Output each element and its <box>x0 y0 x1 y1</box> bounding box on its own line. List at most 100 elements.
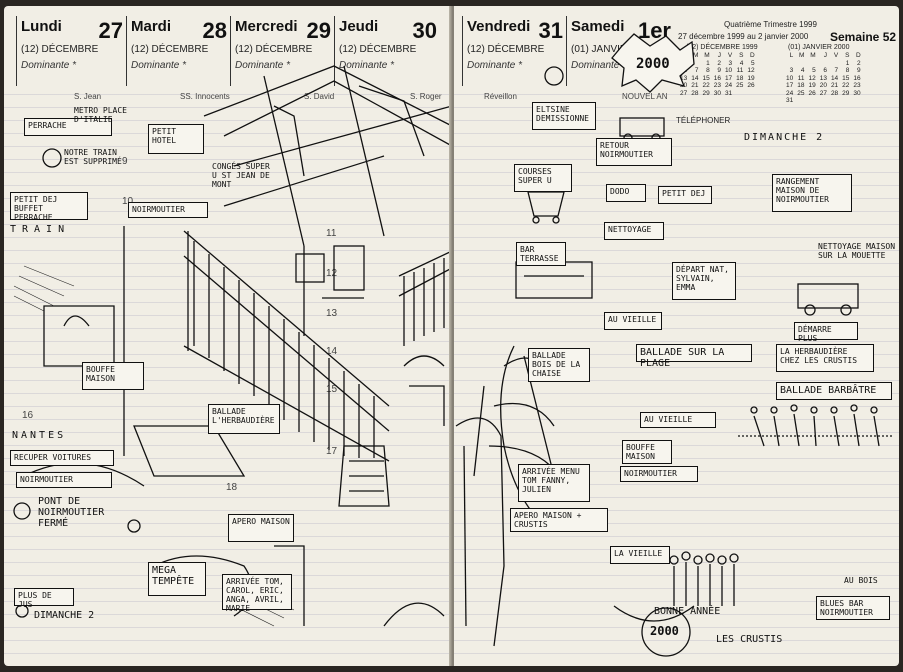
mini-cal-december-day-cell: 25 <box>736 82 744 89</box>
note-bonne-annee: BONNE ANNÉE <box>654 606 721 617</box>
mini-cal-december-day-cell: 4 <box>739 59 744 67</box>
hour-label: 16 <box>22 410 34 421</box>
mini-cal-january-day-cell: 21 <box>830 82 839 89</box>
note-arrivee: ARRIVÉE TOM, CAROL, ERIC, ANGA, AVRIL, M… <box>222 574 292 613</box>
mini-cal-december-day-cell: 9 <box>717 67 721 74</box>
note-noirmoutier: NOIRMOUTIER <box>620 466 698 482</box>
mini-cal-december-day-cell: 2 <box>717 59 721 67</box>
hour-label: 12 <box>326 268 338 279</box>
staircase-sketch <box>13 65 452 627</box>
mini-cal-december-day-cell: 28 <box>691 89 699 97</box>
note-demission: ELTSINE DEMISSIONNE <box>532 102 596 130</box>
mini-cal-december-day-cell: 23 <box>713 82 721 89</box>
note-apero: APERO MAISON + CRUSTIS <box>510 508 608 532</box>
mini-cal-december-day-cell: 11 <box>736 67 744 74</box>
stamp-2000-text: 2000 <box>636 56 670 72</box>
hour-label: 10 <box>122 196 133 207</box>
note-dimanche: Dimanche 2 <box>34 610 95 621</box>
mini-cal-december-day-cell: 31 <box>724 89 733 97</box>
mini-cal-january-day-cell: 24 <box>786 89 794 97</box>
mini-cal-january-day-cell: 15 <box>842 74 850 82</box>
saint-name: S. Jean <box>74 92 102 101</box>
note-mega-tempete: MEGA TEMPÊTE <box>148 562 206 596</box>
note-bar: BAR TERRASSE <box>516 242 566 266</box>
day-month: (12) DÉCEMBRE <box>21 44 99 55</box>
mini-cal-december-day-cell: 1 <box>706 59 710 67</box>
mini-cal-january-day-cell: 14 <box>830 74 839 82</box>
mini-cal-december-day-cell: V <box>727 52 733 59</box>
day-dominante: Dominante * <box>21 60 77 71</box>
telephoner-label: TÉLÉPHONER <box>676 116 731 125</box>
week-number: Semaine 52 <box>830 30 897 44</box>
hour-label: 14 <box>326 346 338 357</box>
mini-cal-january-day-cell: 13 <box>819 74 827 82</box>
mini-cal-january-day-cell: 20 <box>819 82 827 89</box>
mini-cal-title-dec: (12) DÉCEMBRE 1999 <box>686 44 758 51</box>
note-dodo: DODO <box>606 184 646 202</box>
day-number: 29 <box>306 18 331 43</box>
mini-cal-january-day-cell: 28 <box>830 89 839 97</box>
mini-cal-january-day-cell: 19 <box>808 82 816 89</box>
mini-cal-january-day-cell: 5 <box>812 67 816 74</box>
mini-cal-december-day-cell: 21 <box>691 82 699 89</box>
mini-cal-january-day-cell: 23 <box>853 82 861 89</box>
day-header-tuesday: Mardi 28 (12) DÉCEMBRE Dominante * <box>126 16 231 86</box>
note-nettoyage: NETTOYAGE <box>604 222 664 240</box>
mini-cal-december-day-cell: 10 <box>724 67 733 74</box>
mini-cal-title-jan: (01) JANVIER 2000 <box>788 44 850 51</box>
mini-cal-december-day-cell: M <box>693 52 699 59</box>
mini-cal-january-day-cell: 1 <box>845 59 850 67</box>
day-dominante: Dominante * <box>131 60 187 71</box>
note-pont-ferme: PONT DE NOIRMOUTIER FERMÉ <box>38 496 105 529</box>
note-depart: DÉPART NAT, SYLVAIN, EMMA <box>672 262 736 300</box>
note-bouffe-maison: BOUFFE MAISON <box>82 362 144 390</box>
note-dimanche-2: DIMANCHE 2 <box>744 132 825 143</box>
note-ballade-barbatre: BALLADE BARBÂTRE <box>776 382 892 400</box>
hour-label: 18 <box>226 482 238 493</box>
note-au-bois: AU BOIS <box>844 576 878 585</box>
mini-cal-december-day-cell: M <box>704 52 710 59</box>
mini-cal-january-day-cell: 7 <box>834 67 839 74</box>
note-nettoyage-mouette: NETTOYAGE MAISON SUR LA MOUETTE <box>818 242 896 260</box>
mini-cal-january-day-cell: 12 <box>808 74 816 82</box>
mini-cal-january-day-cell: 3 <box>789 67 794 74</box>
day-dominante: Dominante * <box>467 60 523 71</box>
day-month: (01) JANVIER <box>571 44 634 55</box>
mini-cal-january-day-cell: 26 <box>808 89 816 97</box>
day-dominante: Dominante * <box>571 60 627 71</box>
day-header-thursday: Jeudi 30 (12) DÉCEMBRE Dominante * <box>334 16 441 86</box>
mini-cal-december-day-cell: 5 <box>751 59 755 67</box>
note-2000: 2000 <box>650 624 679 638</box>
note-petit-dej: PETIT DEJ BUFFET PERRACHE <box>10 192 88 222</box>
mini-cal-january-day-cell: 11 <box>797 74 805 82</box>
note-la-vieille: LA VIEILLE <box>610 546 670 564</box>
day-name: Vendredi <box>467 18 531 35</box>
note-train: TRAIN <box>10 224 71 235</box>
ruled-lines <box>4 94 452 666</box>
day-month: (12) DÉCEMBRE <box>235 44 313 55</box>
mini-cal-january-week-row: 31 <box>784 97 863 105</box>
day-number: 28 <box>202 18 227 43</box>
mini-cal-january-day-cell: L <box>789 52 794 59</box>
day-number: 31 <box>538 18 563 43</box>
mini-cal-january-day-cell: 8 <box>845 67 850 74</box>
right-page: Vendredi 31 (12) DÉCEMBRE Dominante * Sa… <box>454 6 899 666</box>
day-month: (12) DÉCEMBRE <box>467 44 545 55</box>
mini-cal-december-day-cell: J <box>717 52 721 59</box>
day-month: (12) DÉCEMBRE <box>131 44 209 55</box>
saint-name: S. David <box>304 92 335 101</box>
mini-cal-december-day-cell: 27 <box>680 89 688 97</box>
mini-cal-december-day-cell: 26 <box>747 82 755 89</box>
mini-cal-december-day-cell: 29 <box>702 89 710 97</box>
note-petit-dej: PETIT DEJ <box>658 186 712 204</box>
